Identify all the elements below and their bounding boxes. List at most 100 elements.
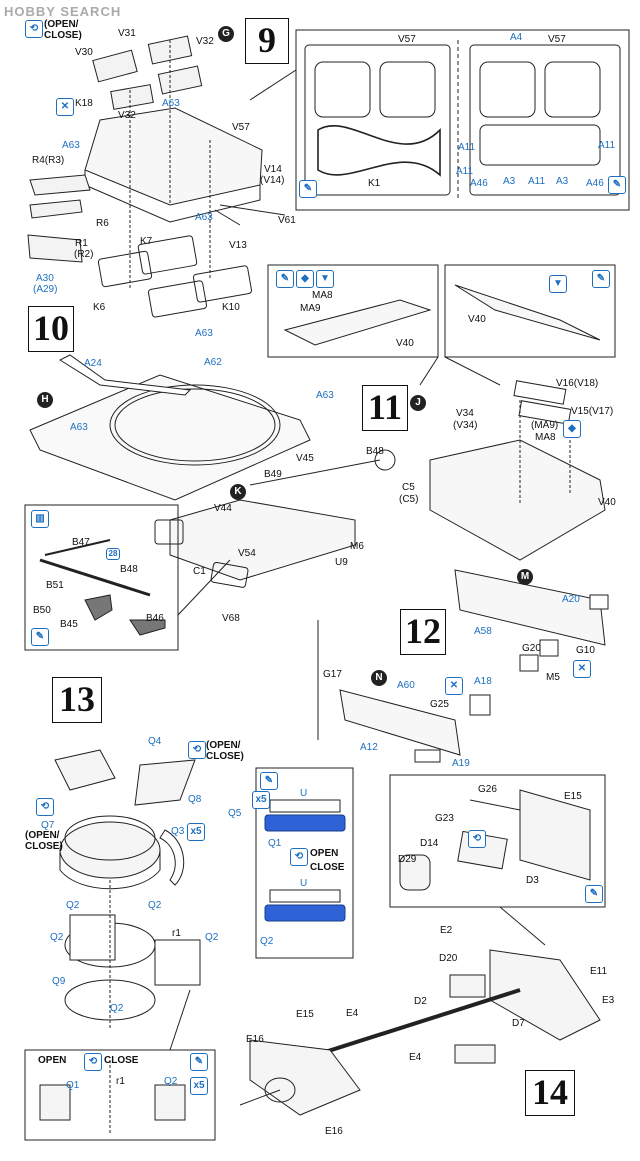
quantity-icon-3: x5: [190, 1077, 208, 1095]
glue-tool-icon-2: ✎: [608, 176, 626, 194]
part-label: (MA9): [531, 420, 559, 431]
part-label: Q8: [188, 794, 202, 805]
subassembly-n: N: [371, 670, 387, 686]
part-label: A63: [195, 212, 213, 223]
part-label: MA8: [312, 290, 333, 301]
part-label: B46: [146, 613, 164, 624]
part-label: B48: [366, 446, 384, 457]
part-label: C1: [193, 566, 206, 577]
part-label: E16: [325, 1126, 343, 1137]
part-q1-highlight: [264, 814, 346, 832]
open-close-label-13a: (OPEN/CLOSE): [206, 740, 244, 762]
part-label: (C5): [399, 494, 419, 505]
part-label: A11: [528, 176, 546, 187]
part-label: B45: [60, 619, 78, 630]
step-number-10: 10: [28, 306, 74, 352]
close-label: CLOSE: [310, 862, 345, 873]
part-label: A4: [510, 32, 523, 43]
part-label: V40: [598, 497, 616, 508]
part-label: G26: [478, 784, 497, 795]
part-label: V32: [118, 110, 136, 121]
glue-tool-icon-8: ✎: [585, 885, 603, 903]
subassembly-g: G: [218, 26, 234, 42]
part-label: M6: [350, 541, 364, 552]
part-label: (V14): [260, 175, 285, 186]
part-label: V40: [396, 338, 414, 349]
badge-icon: 28: [106, 548, 120, 560]
part-label: E4: [409, 1052, 422, 1063]
part-label: B49: [264, 469, 282, 480]
part-label: V31: [118, 28, 136, 39]
subassembly-h: H: [37, 392, 53, 408]
part-label: D14: [420, 838, 439, 849]
part-label: MA8: [535, 432, 556, 443]
part-label: U: [300, 788, 308, 799]
part-label: V45: [296, 453, 314, 464]
part-label: A19: [452, 758, 470, 769]
glue-tool-icon: ✎: [299, 180, 317, 198]
part-label: E3: [602, 995, 615, 1006]
open-close-icon-5: ⟲: [84, 1053, 102, 1071]
cut-icon-2: ▼: [549, 275, 567, 293]
part-label: B50: [33, 605, 51, 616]
part-label: G23: [435, 813, 454, 824]
subassembly-k: K: [230, 484, 246, 500]
part-label: A63: [195, 328, 213, 339]
part-label: U: [300, 878, 308, 889]
part-label: A46: [470, 178, 488, 189]
part-label: E4: [346, 1008, 359, 1019]
part-label: M5: [546, 672, 560, 683]
part-label: (V34): [453, 420, 478, 431]
glue-tool-icon-5: ✎: [31, 628, 49, 646]
part-label: (R2): [74, 249, 94, 260]
part-label: B51: [46, 580, 64, 591]
part-label: A60: [397, 680, 415, 691]
part-label: Q2: [66, 900, 80, 911]
open-close-icon-4: ⟲: [290, 848, 308, 866]
part-label: V34: [456, 408, 474, 419]
open-close-icon-2: ⟲: [188, 741, 206, 759]
part-label: A11: [458, 142, 476, 153]
remove-icon-2: ✕: [573, 660, 591, 678]
step-number-9: 9: [245, 18, 289, 64]
part-label: U9: [335, 557, 348, 568]
part-label: G10: [576, 645, 595, 656]
part-label: B48: [120, 564, 138, 575]
part-label: A30: [36, 273, 54, 284]
part-label: A62: [204, 357, 222, 368]
part-label: Q2: [205, 932, 219, 943]
part-label: V14: [264, 164, 282, 175]
part-label: Q2: [148, 900, 162, 911]
cement-icon: ✕: [56, 98, 74, 116]
open-label-bottom: OPEN: [38, 1055, 67, 1066]
close-label-bottom: CLOSE: [104, 1055, 139, 1066]
cut-icon: ▼: [316, 270, 334, 288]
part-label: Q1: [268, 838, 282, 849]
part-label: V68: [222, 613, 240, 624]
deck-plate: [29, 374, 311, 501]
part-label: A3: [556, 176, 569, 187]
part-label: V40: [468, 314, 486, 325]
drop-icon-2: ◆: [563, 420, 581, 438]
sanding-icon: ▥: [31, 510, 49, 528]
part-label: G25: [430, 699, 449, 710]
part-label: A11: [456, 166, 474, 177]
glue-tool-icon-7: ✎: [190, 1053, 208, 1071]
part-label: V57: [548, 34, 566, 45]
part-label: V30: [75, 47, 93, 58]
part-label: D20: [439, 953, 458, 964]
open-close-icon-3: ⟲: [36, 798, 54, 816]
glue-tool-icon-4: ✎: [592, 270, 610, 288]
part-label: A46: [586, 178, 604, 189]
part-label: K18: [75, 98, 93, 109]
open-close-icon: ⟲: [25, 20, 43, 38]
part-label: Q2: [260, 936, 274, 947]
drop-icon: ◆: [296, 270, 314, 288]
step-number-14: 14: [525, 1070, 575, 1116]
part-label: V16(V18): [556, 378, 599, 389]
part-label: V57: [398, 34, 416, 45]
part-label: D29: [398, 854, 417, 865]
part-label: R6: [96, 218, 109, 229]
part-label: Q2: [164, 1076, 178, 1087]
